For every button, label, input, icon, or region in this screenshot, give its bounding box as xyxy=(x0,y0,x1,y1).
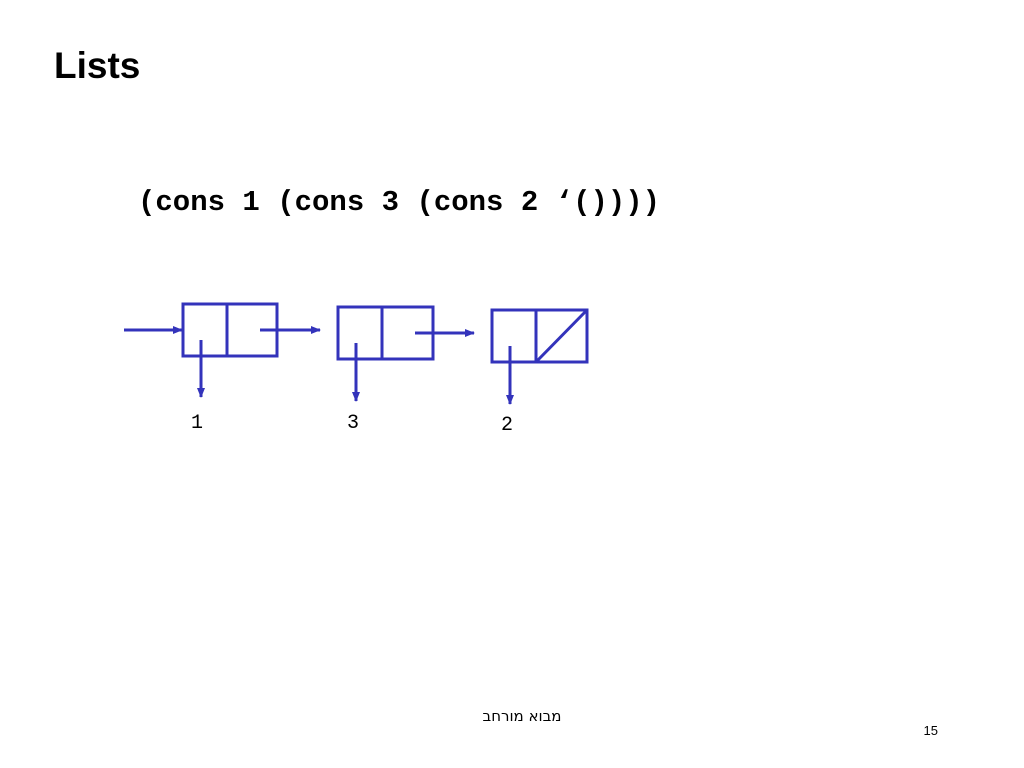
value-label-1: 1 xyxy=(191,412,203,435)
value-label-3: 3 xyxy=(347,412,359,435)
value-label-2: 2 xyxy=(501,414,513,437)
null-slash-icon xyxy=(534,308,589,364)
cons-expression: (cons 1 (cons 3 (cons 2 ‘()))) xyxy=(138,186,661,219)
cons-cell-3 xyxy=(490,308,589,405)
cons-cell-2 xyxy=(336,305,475,402)
slide-title: Lists xyxy=(54,45,141,86)
cons-cell-1 xyxy=(181,302,321,398)
page-number: 15 xyxy=(923,723,938,738)
cons-cell-3-box xyxy=(490,308,589,364)
course-footer: מבוא מורחב xyxy=(482,707,562,725)
